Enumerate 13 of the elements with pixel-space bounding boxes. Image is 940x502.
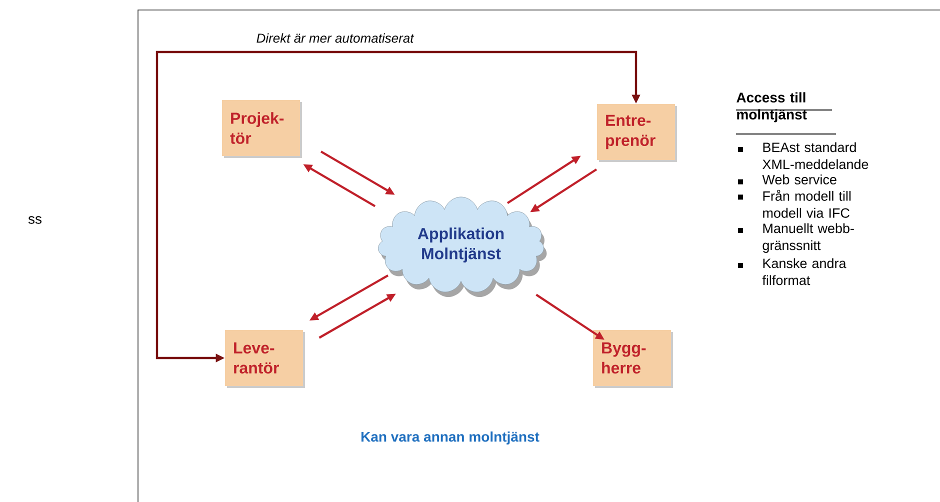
bullet-item: Från modell till modell via IFC: [763, 190, 851, 218]
bullet-item: Web service: [762, 174, 836, 184]
edge-label: Direkt är mer automatiserat: [256, 33, 414, 43]
bullet-item: Kanske andra filformat: [762, 258, 846, 286]
role-box: Entre- prenör: [597, 104, 677, 162]
bullet-item: BEAst standard XML-meddelande: [762, 142, 868, 170]
role-box: Leve- rantör: [225, 330, 305, 388]
role-box: Projek- tör: [222, 100, 302, 158]
stray-text: ss: [28, 216, 42, 224]
list-heading: Access till molntjänst: [736, 92, 836, 134]
bullet-item: Manuellt webb- gränssnitt: [762, 223, 854, 253]
role-box: Bygg- herre: [593, 330, 673, 388]
caption-text: Kan vara annan molntjänst: [361, 431, 540, 444]
